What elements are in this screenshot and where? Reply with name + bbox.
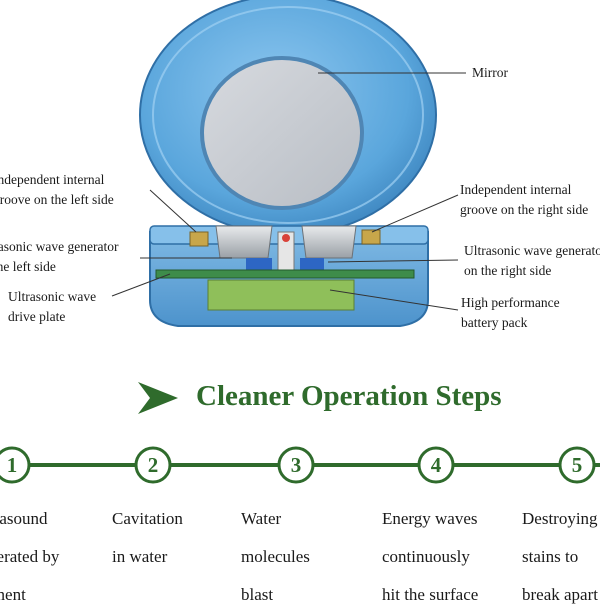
step-3-marker [277, 446, 315, 484]
section-title: Cleaner Operation Steps [196, 380, 502, 412]
right-generator [301, 225, 357, 259]
step-5-text: Destroying stains to break apart [522, 509, 598, 604]
left-generator [215, 225, 273, 259]
step-3-text: Water molecules blast [241, 509, 310, 604]
step-2-text: Cavitation in water [112, 509, 183, 566]
step-4-text: Energy waves continuously hit the surfac… [382, 509, 479, 604]
step-1-number: 1 [7, 453, 18, 477]
step-4-marker [417, 446, 455, 484]
step-4-number: 4 [431, 453, 442, 477]
callout-lines [111, 72, 466, 311]
step-3-number: 3 [291, 453, 302, 477]
step-2-marker [134, 446, 172, 484]
left-generator-label: Ultrasonic wave generator on the left si… [0, 239, 119, 274]
left-groove [189, 231, 209, 247]
step-1-text: Ultrasound generated by element [0, 509, 60, 604]
right-groove-label: Independent internal groove on the right… [460, 182, 589, 217]
step-5-marker [558, 446, 596, 484]
left-coil [246, 258, 272, 270]
battery-pack [207, 279, 355, 311]
right-generator-label: Ultrasonic wave generator on the right s… [464, 243, 600, 278]
right-coil [300, 258, 324, 270]
step-1-marker [0, 446, 31, 484]
step-2-number: 2 [148, 453, 159, 477]
center-indicator [282, 234, 290, 242]
mirror [200, 56, 364, 210]
cleaner-diagram: 1 2 3 4 5 [0, 0, 600, 484]
step-5-number: 5 [572, 453, 583, 477]
step-markers: 1 2 3 4 5 [0, 446, 596, 484]
drive-plate [155, 269, 415, 279]
lid-rim [152, 6, 424, 224]
mirror-label: Mirror [472, 65, 508, 80]
left-groove-label: Independent internal groove on the left … [0, 172, 114, 207]
right-groove [361, 229, 381, 245]
battery-label: High performance battery pack [461, 295, 560, 330]
arrow-right-icon [138, 382, 178, 414]
drive-plate-label: Ultrasonic wave drive plate [8, 289, 97, 324]
